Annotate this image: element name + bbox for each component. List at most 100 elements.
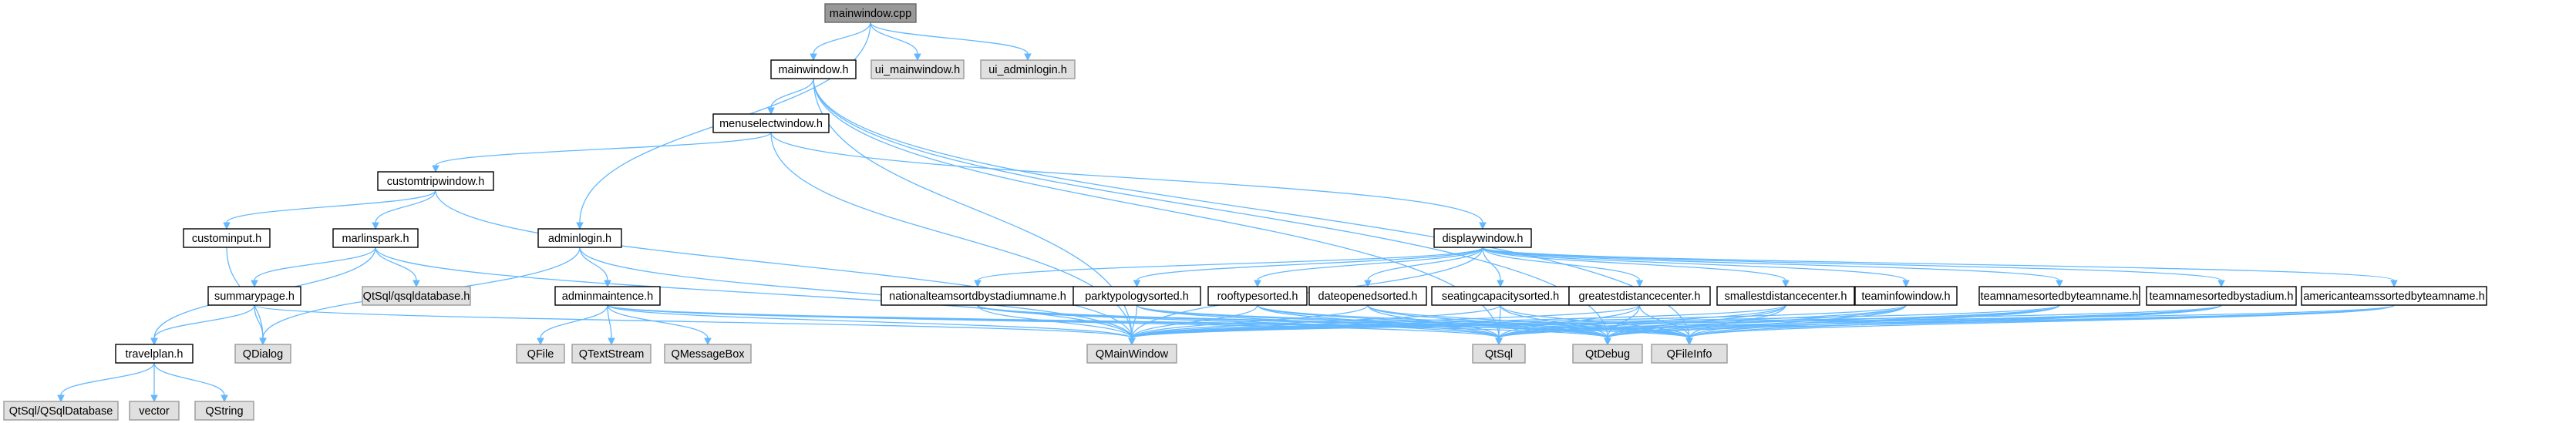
edges-layer (57, 22, 2398, 403)
node-custominput_h[interactable]: custominput.h (183, 228, 271, 248)
node-teambyteam_h[interactable]: teamnamesortedbyteamname.h (1978, 286, 2140, 306)
node-seating_h[interactable]: seatingcapacitysorted.h (1431, 286, 1570, 306)
arrowhead-icon (2390, 280, 2398, 288)
node-customtripwindow_h[interactable]: customtripwindow.h (377, 171, 494, 191)
edge-marlinspark_h-to-qsqldatabase_h (375, 247, 420, 288)
node-teaminfo_h[interactable]: teaminfowindow.h (1854, 286, 1958, 306)
arrowhead-icon (1479, 222, 1487, 230)
node-QMessageBox[interactable]: QMessageBox (664, 344, 752, 364)
edge-displaywindow_h-to-teambyteam_h (1482, 247, 2063, 288)
edge-line (1482, 247, 2060, 281)
node-QDialog[interactable]: QDialog (234, 344, 291, 364)
node-dateopened_h[interactable]: dateopenedsorted.h (1308, 286, 1427, 306)
arrowhead-icon (914, 53, 921, 62)
edge-line (226, 190, 436, 223)
node-menuselectwindow_h[interactable]: menuselectwindow.h (712, 113, 830, 133)
edge-adminlogin_h-to-adminmaintence_h (579, 247, 611, 288)
node-vector[interactable]: vector (129, 401, 180, 421)
node-box (234, 344, 291, 364)
node-QtSql[interactable]: QtSql (1472, 344, 1526, 364)
edge-menuselectwindow_h-to-displaywindow_h (770, 132, 1487, 230)
node-parktypology_h[interactable]: parktypologysorted.h (1072, 286, 1201, 306)
node-label: QFileInfo (1667, 348, 1712, 361)
node-marlinspark_h[interactable]: marlinspark.h (332, 228, 419, 248)
node-nationalteams_h[interactable]: nationalteamsortdbystadiumname.h (881, 286, 1075, 306)
edge-line (254, 304, 264, 339)
edge-adminmaintence_h-to-QFile (537, 304, 608, 346)
node-displaywindow_h[interactable]: displaywindow.h (1433, 228, 1532, 248)
node-label: dateopenedsorted.h (1318, 290, 1418, 303)
edge-line (1131, 304, 2395, 339)
edge-line (1482, 247, 2395, 281)
edge-line (770, 132, 1133, 339)
node-greatest_h[interactable]: greatestdistancecenter.h (1568, 286, 1711, 306)
edge-mainwindow_cpp-to-ui_mainwindow_h (870, 22, 921, 62)
node-label: parktypologysorted.h (1085, 290, 1189, 303)
node-ui_mainwindow_h[interactable]: ui_mainwindow.h (870, 59, 965, 79)
edge-line (607, 304, 612, 339)
arrowhead-icon (1133, 280, 1141, 288)
node-box (770, 59, 857, 79)
edge-line (1498, 304, 1786, 339)
node-adminlogin_h[interactable]: adminlogin.h (537, 228, 622, 248)
node-smallest_h[interactable]: smallestdistancecenter.h (1716, 286, 1855, 306)
node-american_h[interactable]: americanteamssortedbyteamname.h (2301, 286, 2487, 306)
edge-displaywindow_h-to-rooftype_h (1254, 247, 1483, 288)
edge-line (1131, 304, 1907, 339)
arrowhead-icon (1497, 280, 1504, 288)
node-label: seatingcapacitysorted.h (1442, 290, 1559, 303)
edge-line (254, 304, 1133, 339)
node-ui_adminlogin_h[interactable]: ui_adminlogin.h (980, 59, 1076, 79)
edge-line (1607, 304, 2060, 339)
arrowhead-icon (259, 337, 267, 346)
edge-line (60, 362, 155, 396)
node-qsqldatabase_h[interactable]: QtSql/qsqldatabase.h (362, 286, 471, 306)
arrowhead-icon (2056, 280, 2063, 288)
node-adminmaintence_h[interactable]: adminmaintence.h (554, 286, 661, 306)
node-QSqlDatabase[interactable]: QtSql/QSqlDatabase (3, 401, 119, 421)
node-QMainWindow[interactable]: QMainWindow (1086, 344, 1177, 364)
edge-line (1482, 247, 1907, 281)
node-QString[interactable]: QString (194, 401, 254, 421)
node-QFile[interactable]: QFile (516, 344, 565, 364)
edge-line (435, 132, 772, 166)
arrowhead-icon (810, 53, 817, 62)
arrowhead-icon (974, 280, 982, 288)
node-label: QDialog (243, 348, 283, 361)
edge-line (607, 304, 709, 339)
node-rooftype_h[interactable]: rooftypesorted.h (1207, 286, 1308, 306)
node-QtDebug[interactable]: QtDebug (1572, 344, 1643, 364)
arrowhead-icon (1364, 280, 1372, 288)
node-label: mainwindow.h (778, 64, 848, 76)
node-label: QtSql/qsqldatabase.h (363, 290, 470, 303)
arrowhead-icon (1495, 337, 1503, 346)
node-label: QMainWindow (1096, 348, 1169, 361)
node-box (115, 344, 194, 364)
node-QFileInfo[interactable]: QFileInfo (1651, 344, 1728, 364)
node-label: adminlogin.h (548, 233, 611, 245)
nodes-layer: mainwindow.cpp mainwindow.h ui_mainwindow.… (3, 3, 2487, 421)
node-travelplan_h[interactable]: travelplan.h (115, 344, 194, 364)
arrowhead-icon (1685, 337, 1693, 346)
edge-line (870, 22, 918, 55)
node-QTextStream[interactable]: QTextStream (571, 344, 652, 364)
node-box (1072, 286, 1201, 306)
node-box (1433, 228, 1532, 248)
edge-displaywindow_h-to-american_h (1482, 247, 2398, 288)
node-label: QtSql (1485, 348, 1513, 361)
arrowhead-icon (1902, 280, 1910, 288)
edge-line (579, 247, 608, 281)
node-summarypage_h[interactable]: summarypage.h (207, 286, 301, 306)
arrowhead-icon (1024, 53, 1032, 62)
node-box (1854, 286, 1958, 306)
node-mainwindow_cpp[interactable]: mainwindow.cpp (824, 3, 917, 23)
node-box (1978, 286, 2140, 306)
edge-displaywindow_h-to-seating_h (1482, 247, 1504, 288)
edge-line (1689, 304, 2395, 339)
node-mainwindow_h[interactable]: mainwindow.h (770, 59, 857, 79)
node-box (129, 401, 180, 421)
arrowhead-icon (704, 337, 712, 346)
node-teambystadium_h[interactable]: teamnamesortedbystadium.h (2146, 286, 2297, 306)
node-label: greatestdistancecenter.h (1579, 290, 1701, 303)
